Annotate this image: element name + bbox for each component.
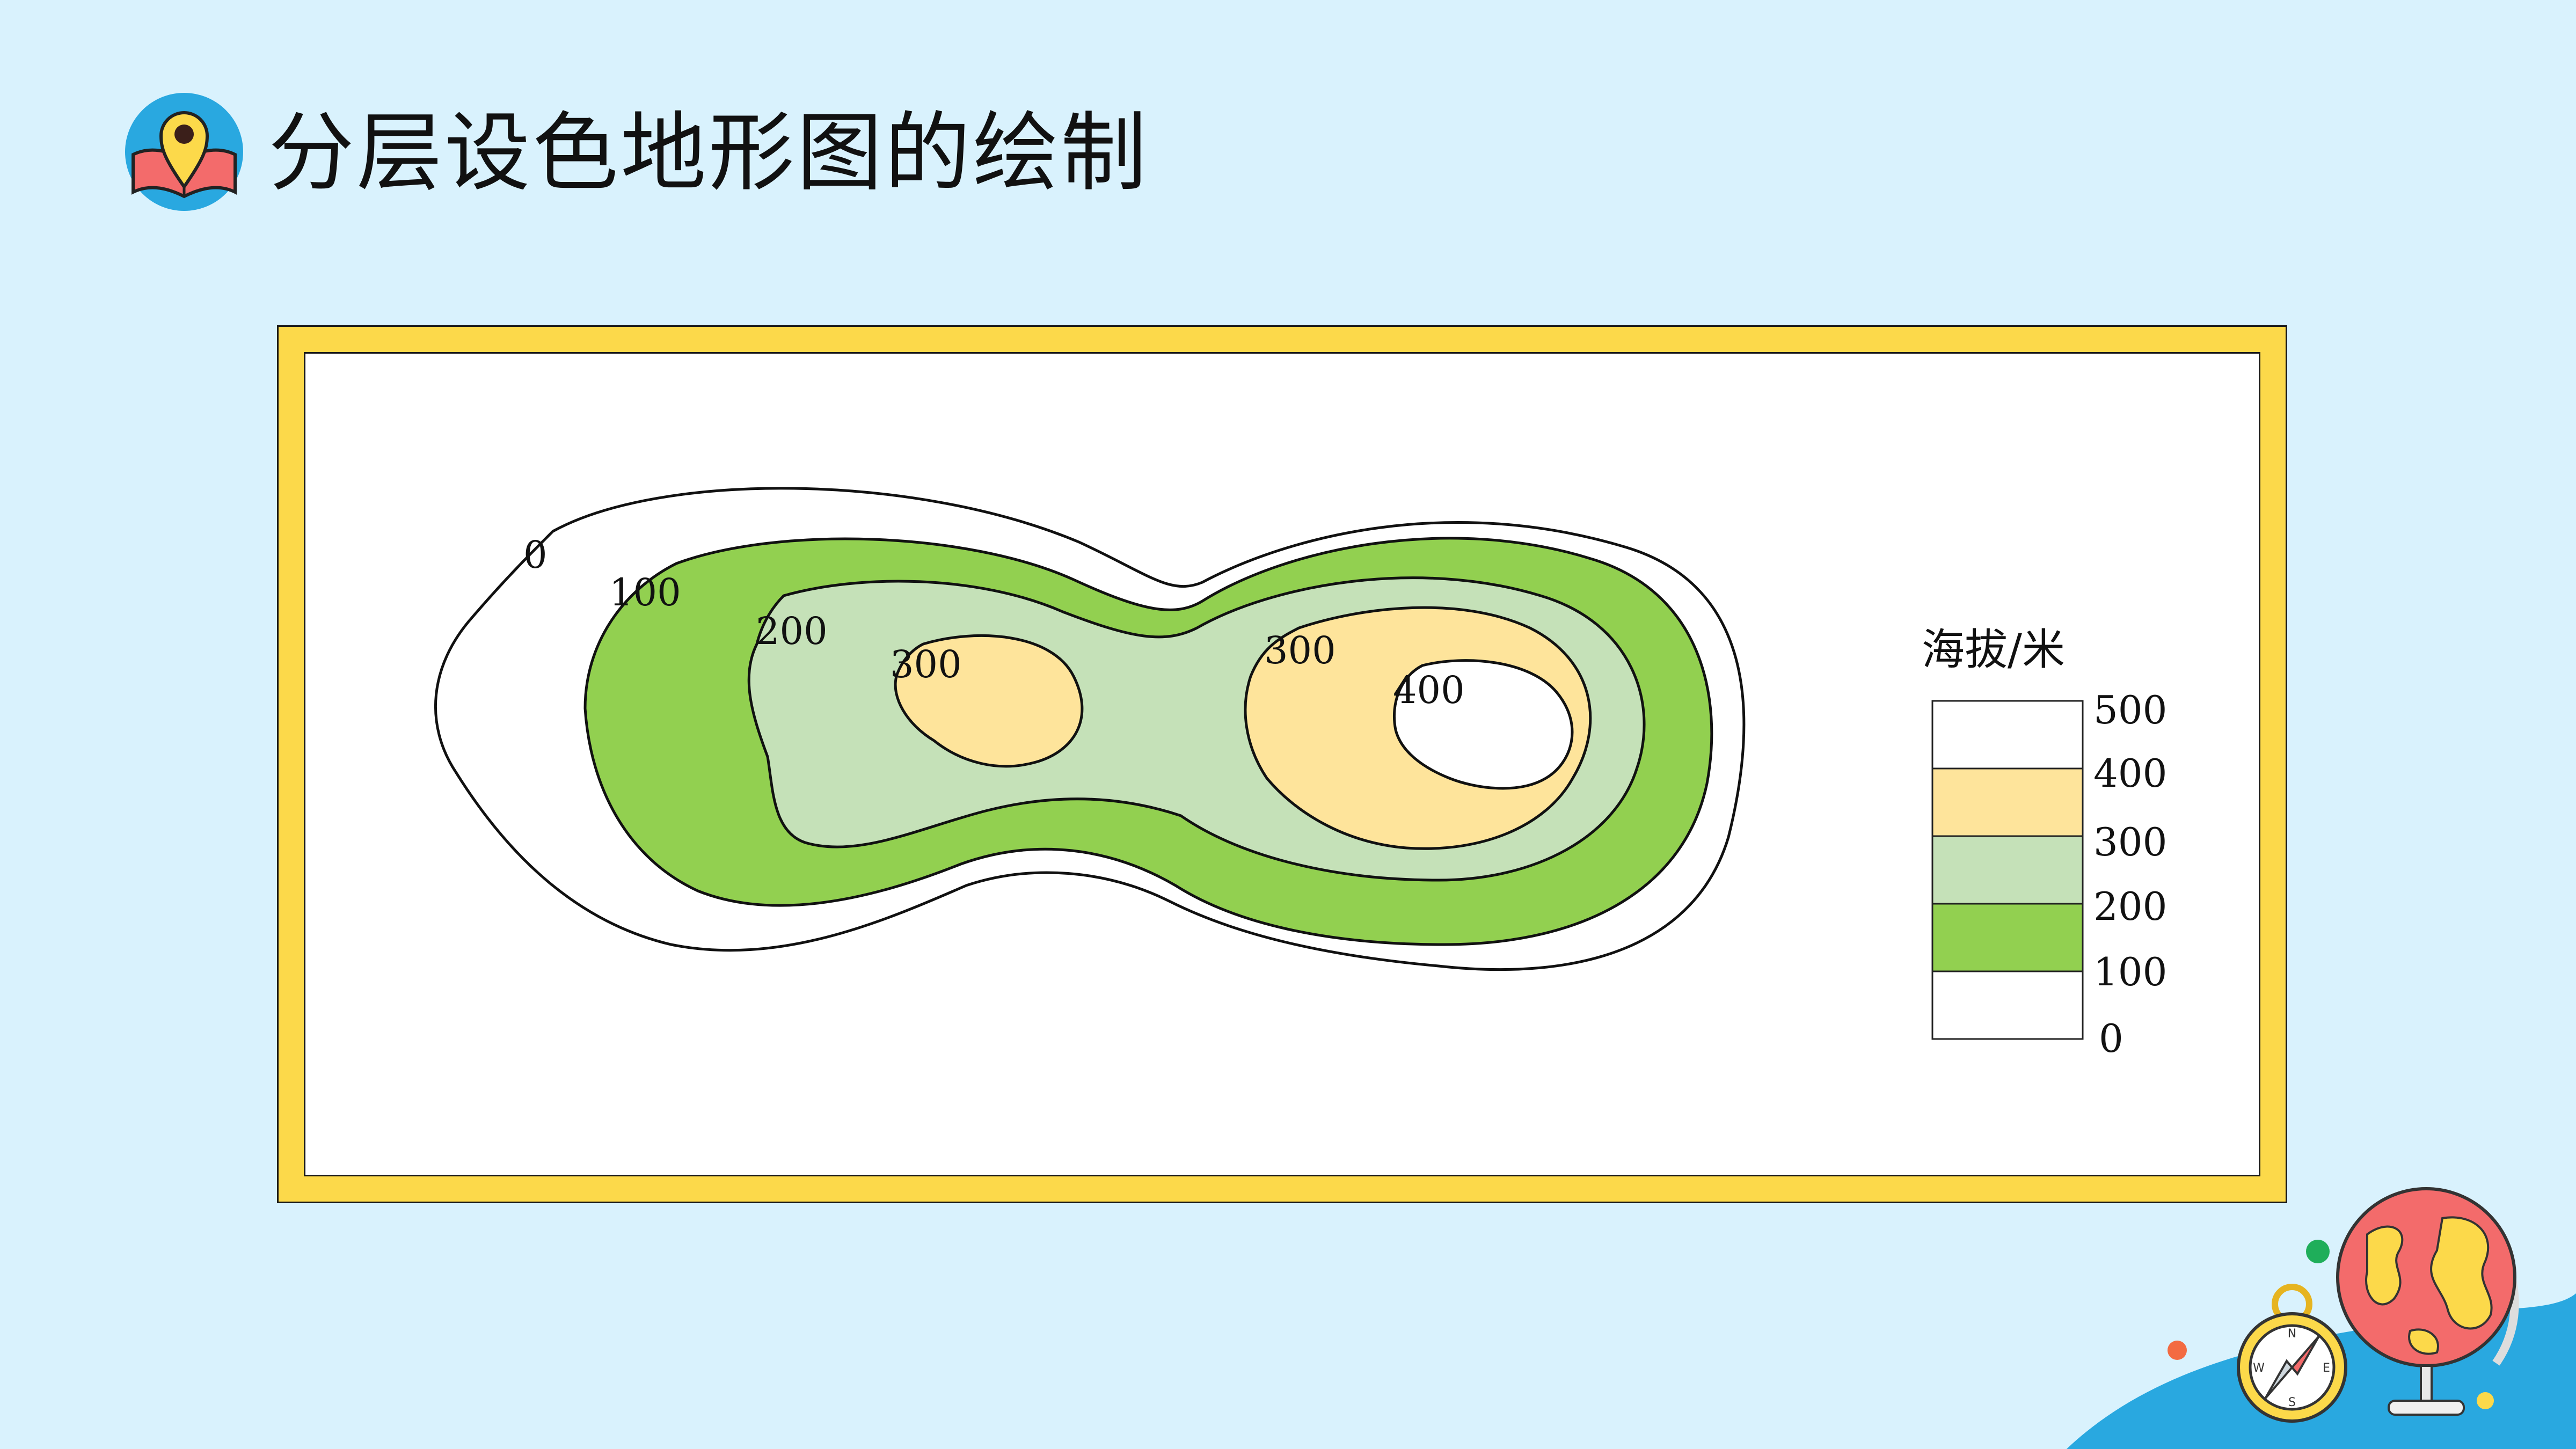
legend-band-300-400 (1931, 767, 2084, 837)
map-canvas (304, 352, 2260, 1176)
compass-icon: N S W E (2237, 1284, 2347, 1423)
contour-400 (1392, 659, 1574, 790)
legend-title: 海拔/米 (1922, 625, 2065, 675)
legend-band-200-300 (1931, 835, 2084, 905)
contour-label-300-right: 300 (1264, 628, 1336, 672)
legend-tick-400: 400 (2093, 751, 2167, 796)
contour-label-400: 400 (1393, 668, 1465, 712)
svg-text:S: S (2288, 1396, 2296, 1409)
legend-tick-500: 500 (2093, 687, 2167, 733)
page-title: 分层设色地形图的绘制 (268, 103, 1149, 203)
map-pin-book-icon (125, 93, 243, 211)
globe-icon (2336, 1187, 2519, 1416)
contour-label-200: 200 (756, 609, 828, 653)
legend-band-0-100 (1931, 970, 2084, 1040)
contour-label-0: 0 (523, 533, 548, 577)
contour-label-100: 100 (609, 570, 681, 614)
decoration-corner: N S W E (2067, 1187, 2576, 1449)
legend-band-400-500 (1931, 700, 2084, 770)
svg-text:W: W (2253, 1362, 2265, 1375)
svg-text:N: N (2288, 1327, 2296, 1341)
contour-300-left (894, 634, 1084, 768)
svg-text:E: E (2323, 1362, 2330, 1375)
legend-tick-200: 200 (2093, 884, 2167, 929)
legend-band-100-200 (1931, 903, 2084, 972)
legend-tick-0: 0 (2099, 1016, 2123, 1061)
legend-tick-100: 100 (2093, 949, 2167, 994)
contour-label-300-left: 300 (890, 642, 962, 686)
legend-tick-300: 300 (2093, 819, 2167, 865)
layered-relief-map: 0 100 200 300 300 400 海拔/米 500 400 300 2… (434, 487, 2167, 1061)
